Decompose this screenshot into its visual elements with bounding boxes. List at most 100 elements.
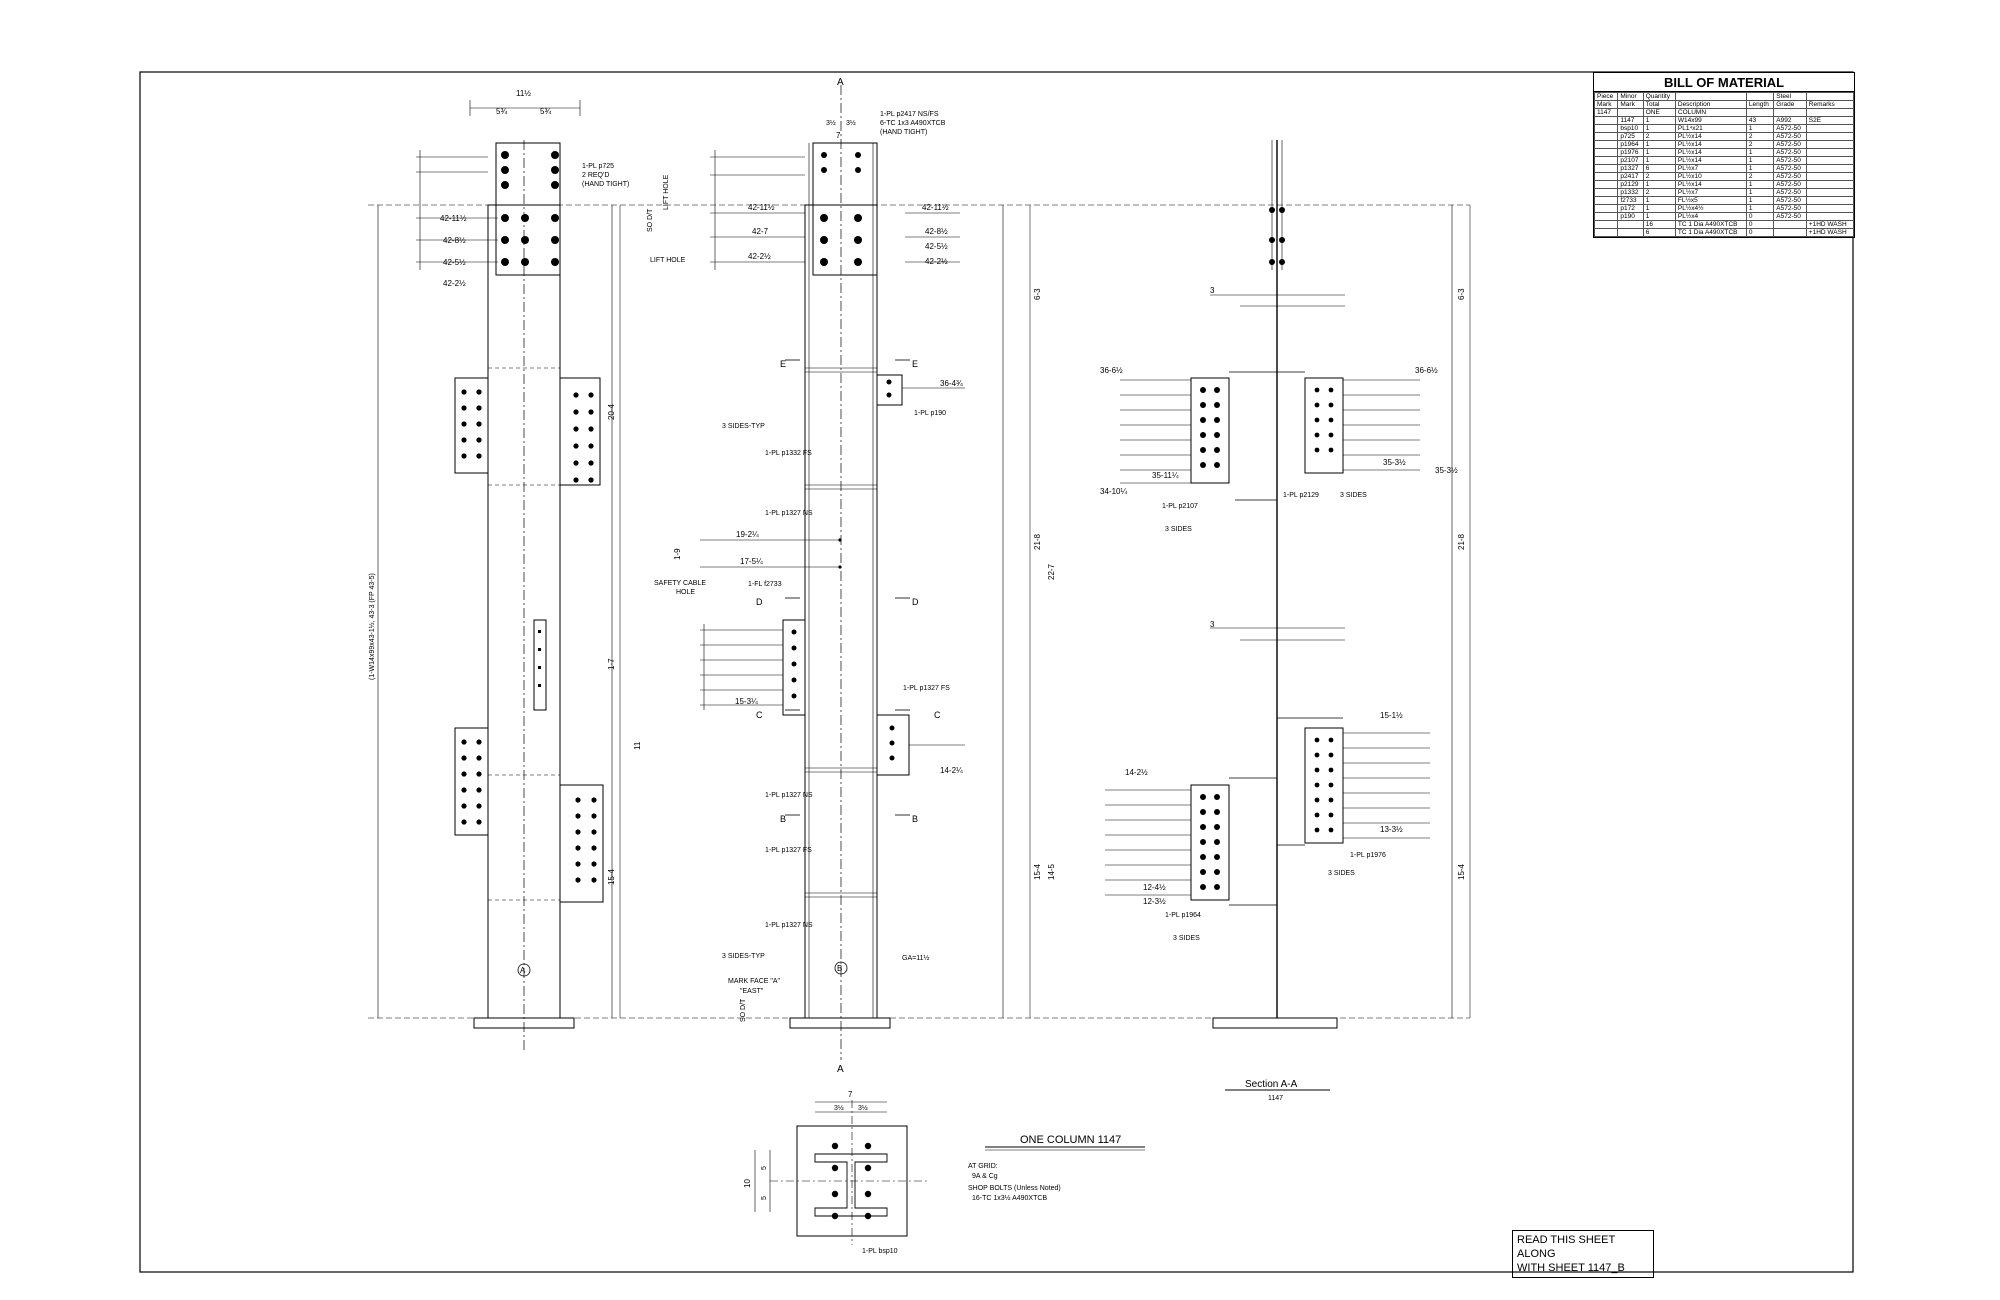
ga-label: GA=11½ <box>902 954 929 962</box>
bom-cell: 1147 <box>1617 116 1644 125</box>
mark-face-east: "EAST" <box>740 988 764 995</box>
bom-header-cell: Description <box>1674 100 1747 109</box>
bom-cell: p1964 <box>1617 140 1644 149</box>
elevation-front-bolts <box>461 151 597 883</box>
dim-label: 42-11½ <box>748 203 775 212</box>
bom-cell <box>1593 204 1619 213</box>
bom-header-cell: Mark <box>1617 100 1644 109</box>
bom-cell: 1 <box>1642 148 1676 157</box>
dim-label: 7 <box>848 1090 853 1099</box>
dim-label: 5¾ <box>540 107 551 116</box>
base-plate-bolts <box>831 1142 872 1220</box>
plate-callout: 1-PL p190 <box>914 410 946 417</box>
dim-label: 42-2½ <box>443 279 466 288</box>
section-mark-e: E <box>780 359 786 369</box>
bom-cell: 1 <box>1642 140 1676 149</box>
bom-table: Piece Minor Quantity Steel Mark Mark Tot… <box>1593 92 1855 237</box>
dim-label: 21-8 <box>1033 533 1042 550</box>
bom-cell: 2 <box>1745 172 1775 181</box>
dim-label: 35-3½ <box>1383 458 1406 467</box>
dim-label: 15-1½ <box>1380 711 1403 720</box>
dim-label: 5 <box>761 1196 768 1200</box>
section-mark-c: C <box>934 710 941 720</box>
elevation-side <box>700 85 1004 1060</box>
bom-cell: A992 <box>1773 116 1807 125</box>
dim-label: 12-4½ <box>1143 883 1166 892</box>
dim-label: 3½ <box>858 1104 868 1112</box>
weld-callout: 3 SIDES <box>1165 526 1192 533</box>
bom-cell <box>1593 212 1619 221</box>
bom-cell: 1 <box>1642 116 1676 125</box>
bom-cell: PL½x7 <box>1674 164 1747 173</box>
bom-cell: ONE <box>1642 108 1676 117</box>
bom-cell: 6 <box>1642 164 1676 173</box>
bom-cell: 1 <box>1745 156 1775 165</box>
dim-label: 21-8 <box>1457 533 1466 550</box>
bom-cell <box>1805 180 1855 189</box>
bom-cell <box>1805 212 1855 221</box>
bom-cell <box>1805 196 1855 205</box>
dim-label: 36-4¾ <box>940 379 963 388</box>
clip-plate-p2107 <box>1190 377 1230 484</box>
bom-cell: A572-50 <box>1773 156 1807 165</box>
at-grid-label: AT GRID: <box>968 1163 998 1170</box>
bom-cell <box>1805 140 1855 149</box>
dim-label: 34-10¼ <box>1100 487 1127 496</box>
section-aa-bolts <box>1200 207 1334 890</box>
dim-label: 13-3½ <box>1380 825 1403 834</box>
bom-cell: A572-50 <box>1773 204 1807 213</box>
plate-callout: 6-TC 1x3 A490XTCB <box>880 120 946 127</box>
bom-cell: p1327 <box>1617 164 1644 173</box>
bom-cell: A572-50 <box>1773 188 1807 197</box>
bom-cell: 1 <box>1642 212 1676 221</box>
dim-label: 12-3½ <box>1143 897 1166 906</box>
dim-label: 14-5 <box>1047 863 1056 880</box>
dim-label: 42-5½ <box>925 242 948 251</box>
dim-label: 19-2¼ <box>736 530 759 539</box>
bom-cell: A572-50 <box>1773 140 1807 149</box>
reference-note-line1: READ THIS SHEET ALONG <box>1517 1234 1616 1260</box>
bom-cell: +1HD WASH <box>1805 220 1855 229</box>
plate-callout: (HAND TIGHT) <box>880 129 927 136</box>
bom-cell <box>1593 188 1619 197</box>
bom-cell: PL½x14 <box>1674 148 1747 157</box>
clip-plate-p2129 <box>1304 377 1344 474</box>
bom-cell <box>1593 172 1619 181</box>
clip-plate-p1976 <box>1304 727 1344 844</box>
plate-callout: 1-PL p1327 NS <box>765 792 813 799</box>
dim-label: 3½ <box>834 1104 844 1112</box>
bom-cell <box>1593 148 1619 157</box>
so-dt-label-bottom: SO D/T <box>740 998 747 1022</box>
bom-cell <box>1805 172 1855 181</box>
bom-cell: TC 1 Dia A490XTCB <box>1674 220 1747 229</box>
dim-label: 42-5½ <box>443 258 466 267</box>
bom-cell: 1 <box>1745 124 1775 133</box>
dim-label: 15-3¼ <box>735 697 758 706</box>
dim-label: 15-4 <box>1457 863 1466 880</box>
section-mark-e: E <box>912 359 918 369</box>
bom-cell: S2E <box>1805 116 1855 125</box>
plate-callout: 1-PL p2417 NS/FS <box>880 111 939 118</box>
weld-callout: 3 SIDES-TYP <box>722 423 765 430</box>
base-plate-plan <box>754 1100 930 1245</box>
bom-cell: 0 <box>1745 212 1775 221</box>
plate-callout: (HAND TIGHT) <box>582 181 629 188</box>
bom-cell: PL½x14 <box>1674 132 1747 141</box>
bom-cell: p1976 <box>1617 148 1644 157</box>
bom-cell <box>1805 148 1855 157</box>
bom-header-cell: Quantity <box>1642 92 1676 101</box>
dim-label: 1-9 <box>673 548 682 560</box>
dim-label: 6-3 <box>1033 288 1042 300</box>
level-lines <box>368 204 1471 1019</box>
dim-label: 20-4 <box>607 403 616 420</box>
dim-label: 14-2¼ <box>940 766 963 775</box>
section-title: Section A-A <box>1245 1079 1298 1090</box>
weld-callout: 3 SIDES <box>1340 492 1367 499</box>
dim-label: 35-3½ <box>1435 466 1458 475</box>
bom-cell: A572-50 <box>1773 180 1807 189</box>
mark-b: B <box>837 964 842 973</box>
